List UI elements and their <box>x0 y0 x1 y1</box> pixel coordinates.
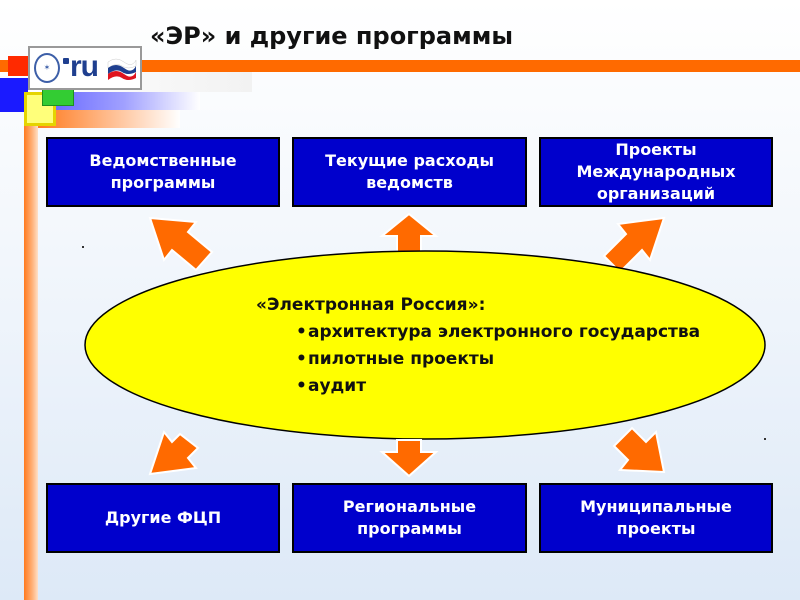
decor-square-red <box>8 56 30 76</box>
arrow-up-left <box>148 216 214 272</box>
speck <box>82 246 84 248</box>
arrow-up-right <box>602 216 666 274</box>
box-tekushchie-raskhody: Текущие расходы ведомств <box>292 137 527 207</box>
box-label: Региональные программы <box>342 497 477 538</box>
arrow-down-left <box>148 429 200 476</box>
bullet-item: архитектура электронного государства <box>296 319 776 346</box>
arrow-down-right <box>612 426 666 474</box>
box-vedomstvennye-programmy: Ведомственные программы <box>46 137 280 207</box>
arrow-up-center <box>379 212 439 255</box>
site-logo: ✶ ru <box>28 46 142 90</box>
header-orange-bar <box>0 60 800 72</box>
arrow-down-center <box>379 439 439 478</box>
speck <box>764 438 766 440</box>
box-drugie-fcp: Другие ФЦП <box>46 483 280 553</box>
gerb-seal-icon: ✶ <box>34 53 60 83</box>
logo-dot <box>63 58 69 64</box>
russian-flag-icon <box>107 58 137 80</box>
center-ellipse-text: «Электронная Россия»: архитектура электр… <box>256 292 776 400</box>
bullet-item: аудит <box>296 373 776 400</box>
decor-square-blue <box>0 78 28 112</box>
box-proekty-mezhdunarodnykh: Проекты Международных организаций <box>539 137 773 207</box>
decor-bar-orange <box>38 110 180 128</box>
decor-square-yellow <box>24 92 56 126</box>
box-label: Муниципальные проекты <box>580 497 732 538</box>
box-label: Текущие расходы ведомств <box>325 151 494 192</box>
page-title: «ЭР» и другие программы <box>150 22 514 50</box>
bullet-item: пилотные проекты <box>296 346 776 373</box>
logo-text: ru <box>70 50 99 83</box>
ellipse-bullet-list: архитектура электронного государства пил… <box>256 319 776 400</box>
left-accent-stripe <box>24 118 38 600</box>
box-label: Проекты Международных организаций <box>576 140 736 203</box>
box-label: Другие ФЦП <box>104 508 222 527</box>
box-municipalnye-proekty: Муниципальные проекты <box>539 483 773 553</box>
box-label: Ведомственные программы <box>89 151 237 192</box>
box-regionalnye-programmy: Региональные программы <box>292 483 527 553</box>
ellipse-heading: «Электронная Россия»: <box>256 295 486 315</box>
